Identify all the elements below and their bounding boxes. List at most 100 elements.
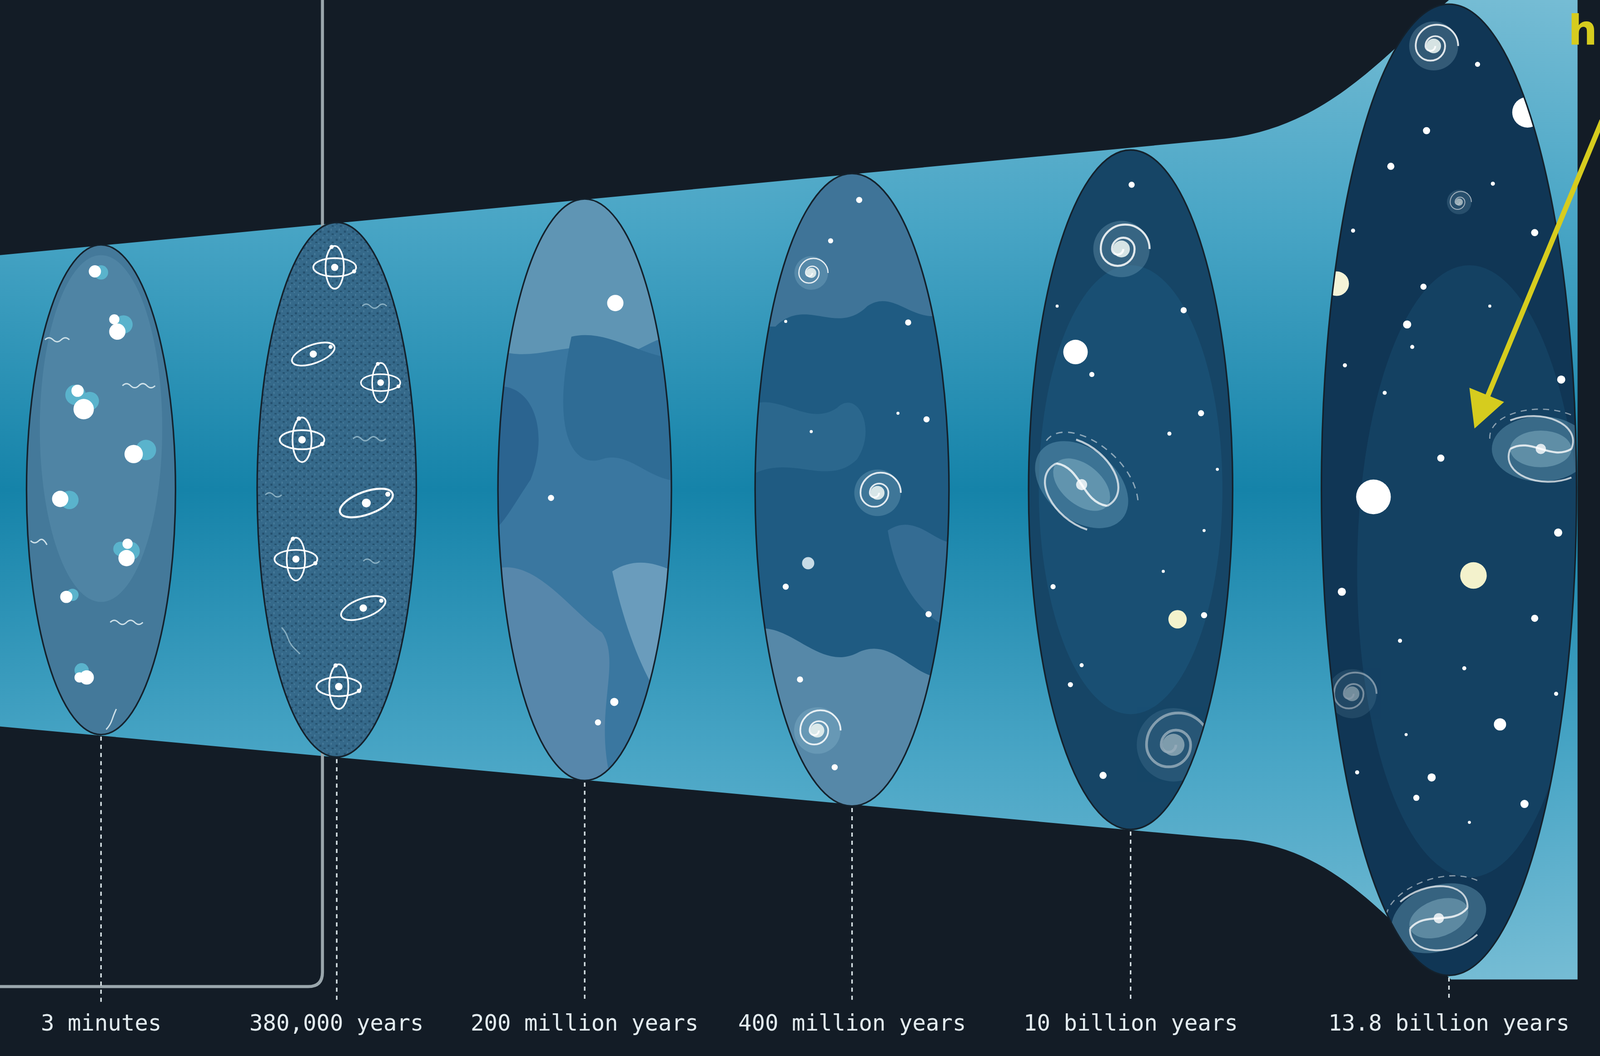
illustration-part [1387, 162, 1395, 170]
time-label: 13.8 billion years [1328, 1012, 1570, 1035]
illustration-part [1404, 733, 1408, 737]
illustration-part [606, 294, 624, 312]
illustration-part [1050, 181, 1219, 780]
illustration-part [794, 707, 841, 754]
illustration-part [1520, 800, 1529, 809]
illustration-part [122, 538, 133, 549]
illustration-part [100, 736, 102, 1003]
illustration-part [1410, 344, 1415, 349]
illustration-part [1446, 189, 1472, 215]
illustration-part [1324, 271, 1350, 297]
illustration-part [745, 163, 960, 817]
illustration-part [595, 719, 602, 726]
illustration-part [1351, 228, 1356, 233]
illustration-part [30, 255, 163, 730]
illustration-part [745, 628, 960, 817]
illustration-part [563, 335, 695, 482]
illustration-part [1460, 562, 1487, 589]
illustration-part [88, 265, 101, 278]
illustration-part [265, 244, 401, 710]
illustration-part [1512, 96, 1543, 128]
illustration-part [1420, 283, 1427, 290]
era-recombination [257, 222, 417, 758]
illustration-part [745, 163, 960, 327]
illustration-part [124, 444, 143, 463]
illustration-part [1413, 795, 1420, 801]
illustration-part [60, 591, 73, 604]
illustration-part [26, 244, 176, 735]
illustration-part [109, 314, 120, 325]
illustration-part [489, 567, 613, 786]
illustration-part [1490, 181, 1496, 186]
illustration-part [52, 491, 69, 508]
illustration-part [336, 759, 338, 1003]
illustration-part [1422, 127, 1431, 135]
illustration-part [796, 676, 803, 683]
illustration-part [782, 583, 789, 590]
illustration-part [363, 559, 380, 564]
time-ticks [100, 736, 1449, 1003]
illustration-part [1167, 431, 1172, 436]
illustration-part [583, 782, 586, 1003]
illustration-part [1467, 820, 1471, 825]
illustration-part [1554, 528, 1563, 537]
illustration-part [801, 557, 815, 570]
illustration-part [44, 337, 70, 343]
illustration-part [1016, 181, 1223, 782]
era-first-galaxies [745, 163, 960, 817]
illustration-part [1055, 304, 1059, 309]
time-label: 10 billion years [1023, 1012, 1238, 1035]
illustration-part [1050, 584, 1056, 590]
illustration-part [1356, 265, 1582, 878]
illustration-part [1554, 691, 1559, 696]
illustration-part [896, 411, 900, 415]
illustration-part [851, 808, 853, 1003]
illustration-part [1437, 454, 1445, 463]
illustration-part [274, 536, 318, 582]
illustration-part [1488, 304, 1492, 309]
illustration-part [1448, 977, 1450, 1003]
callout-arrow [1469, 120, 1600, 429]
illustration-part [923, 416, 930, 423]
illustration-part [1324, 61, 1566, 825]
illustration-part [1215, 467, 1219, 472]
illustration-part [74, 672, 85, 683]
illustration-part [281, 627, 300, 655]
illustration-part [1099, 771, 1107, 780]
illustration-part [313, 244, 357, 289]
illustration-part [360, 362, 401, 403]
illustration-part [257, 222, 417, 758]
time-label: 3 minutes [40, 1012, 162, 1035]
illustration-part [1397, 638, 1402, 643]
illustration-part [73, 398, 95, 420]
illustration-part [71, 384, 84, 398]
illustration-part [362, 303, 387, 309]
illustration-part [337, 591, 389, 626]
illustration-part [1197, 410, 1204, 417]
illustration-part [1136, 708, 1211, 782]
illustration-part [854, 469, 901, 517]
illustration-part [1093, 220, 1150, 278]
illustration-part [109, 323, 126, 340]
era-nucleosynthesis [26, 244, 176, 735]
illustration-part [1493, 718, 1506, 731]
illustration-part [316, 663, 362, 709]
illustration-part [1557, 375, 1566, 384]
illustration-part [1079, 663, 1084, 668]
illustration-part [288, 337, 338, 371]
illustration-part [1377, 863, 1499, 967]
illustration-part [1409, 21, 1459, 71]
illustration-part [1530, 614, 1539, 622]
illustration-part [1028, 149, 1233, 830]
illustration-part [118, 550, 135, 567]
illustration-part [1201, 612, 1208, 619]
illustration-part [1128, 181, 1135, 188]
illustration-part [1530, 228, 1539, 237]
illustration-part [745, 402, 866, 480]
illustration-part [279, 416, 325, 463]
illustration-part [39, 255, 163, 603]
illustration-part [1355, 770, 1360, 775]
era-galaxy-evolution [1016, 149, 1233, 830]
